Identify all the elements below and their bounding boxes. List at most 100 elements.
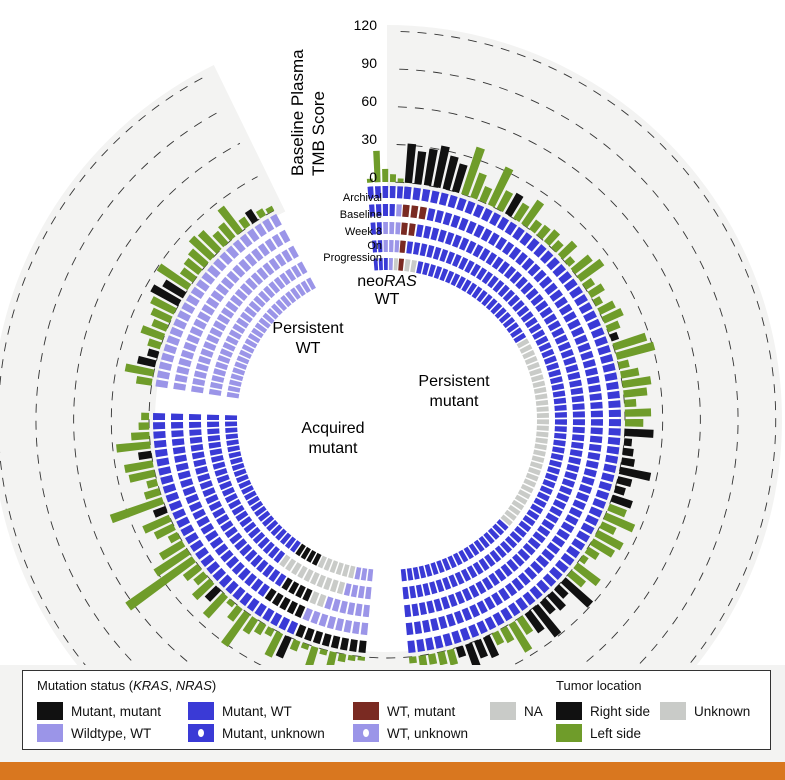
mutation-cell [261,515,275,527]
mutation-cell [275,528,287,541]
mutation-cell [214,543,229,556]
mutation-cell [553,397,567,405]
mutation-cell [248,526,261,539]
mutation-cell [552,499,567,510]
mutation-cell [302,607,313,622]
mutation-cell [256,559,269,573]
group-label-persistent-wt-line2: WT [296,340,321,357]
tmb-bar [275,635,292,659]
mutation-cell [479,248,491,262]
mutation-cell [291,562,302,576]
mutation-cell [541,548,555,562]
mutation-cell [430,562,439,576]
mutation-cell [455,590,466,605]
mutation-cell [587,451,601,461]
tmb-bar [389,174,397,183]
tmb-bar [142,514,172,534]
mutation-cell [228,329,242,340]
mutation-cell [171,422,184,429]
tmb-bar [128,469,156,483]
tmb-bar [193,571,208,586]
mutation-cell [288,581,300,595]
mutation-cell [279,532,292,545]
mutation-cell [271,592,284,607]
mutation-cell [585,460,599,469]
mutation-cell [556,492,570,503]
mutation-cell [171,430,184,438]
mutation-cell [297,261,308,275]
mutation-cell [468,543,480,556]
mutation-cell [200,348,214,358]
tmb-bar [326,651,337,665]
mutation-cell [527,537,541,550]
mutation-cell [241,343,255,354]
gridline [73,106,701,665]
footer-accent-bar [0,762,785,780]
mutation-cell [236,355,250,365]
timepoint-label-progression: Progression [323,252,382,264]
tmb-bar [265,205,275,214]
mutation-cell [300,280,311,294]
timepoint-label-week8: Week 8 [345,226,382,238]
mutation-cell [605,454,619,464]
mutation-cell [532,329,546,340]
mutation-cell [534,443,547,451]
mutation-cell [318,613,329,627]
mutation-cell [554,404,567,411]
mutation-cell [459,627,471,642]
mutation-cell [197,473,211,483]
mutation-cell [572,419,585,426]
mutation-cell [523,478,537,488]
mutation-cell [374,186,381,199]
tmb-bar [109,497,165,524]
mutation-cell [548,459,562,468]
mutation-cell [268,281,281,294]
mutation-cell [542,479,556,489]
mutation-cell [572,426,585,434]
mutation-cell [290,540,301,553]
mutation-cell [535,399,549,406]
chart-labels: 120 90 60 30 0 Baseline Plasma TMB Score… [272,17,490,457]
mutation-cell [560,348,574,359]
mutation-cell [173,318,188,330]
group-label-persistent-wt-line1: Persistent [272,320,344,337]
mutation-cell [527,361,540,371]
mutation-cell [516,305,530,318]
mutation-cell [410,205,419,219]
tmb-bar [479,186,493,204]
tmb-bar [408,656,417,664]
mutation-cell [602,363,616,373]
mutation-cell [471,286,483,299]
mutation-cell [557,341,572,352]
mutation-cell [552,263,567,278]
tmb-bar [513,202,530,223]
mutation-cell [186,333,200,345]
mutation-cell [422,619,431,633]
tmb-bar [599,521,617,535]
mutation-cell [456,197,467,212]
mutation-cell [232,264,246,278]
mutation-cell [369,204,375,217]
mutation-cell [515,597,529,611]
mutation-cell [525,287,539,301]
mutation-cell [253,295,266,308]
mutation-cell [235,474,249,484]
swatch-wt-mutant [353,702,379,720]
tmb-bar [446,648,459,665]
mutation-cell [580,350,594,361]
mutation-cell [534,393,548,400]
mutation-cell [481,271,493,285]
mutation-cell [468,584,480,598]
mutation-cell [515,276,528,290]
mutation-cell [215,361,229,371]
swatch-right-side [556,702,582,720]
mutation-cell [241,485,254,495]
mutation-cell [520,311,534,323]
mutation-cell [280,295,292,308]
mutation-cell [239,233,253,248]
mutation-cell [178,357,192,368]
mutation-cell [476,600,488,615]
mutation-cell [429,581,438,595]
mutation-cell [200,554,215,568]
tmb-bar [138,422,150,430]
